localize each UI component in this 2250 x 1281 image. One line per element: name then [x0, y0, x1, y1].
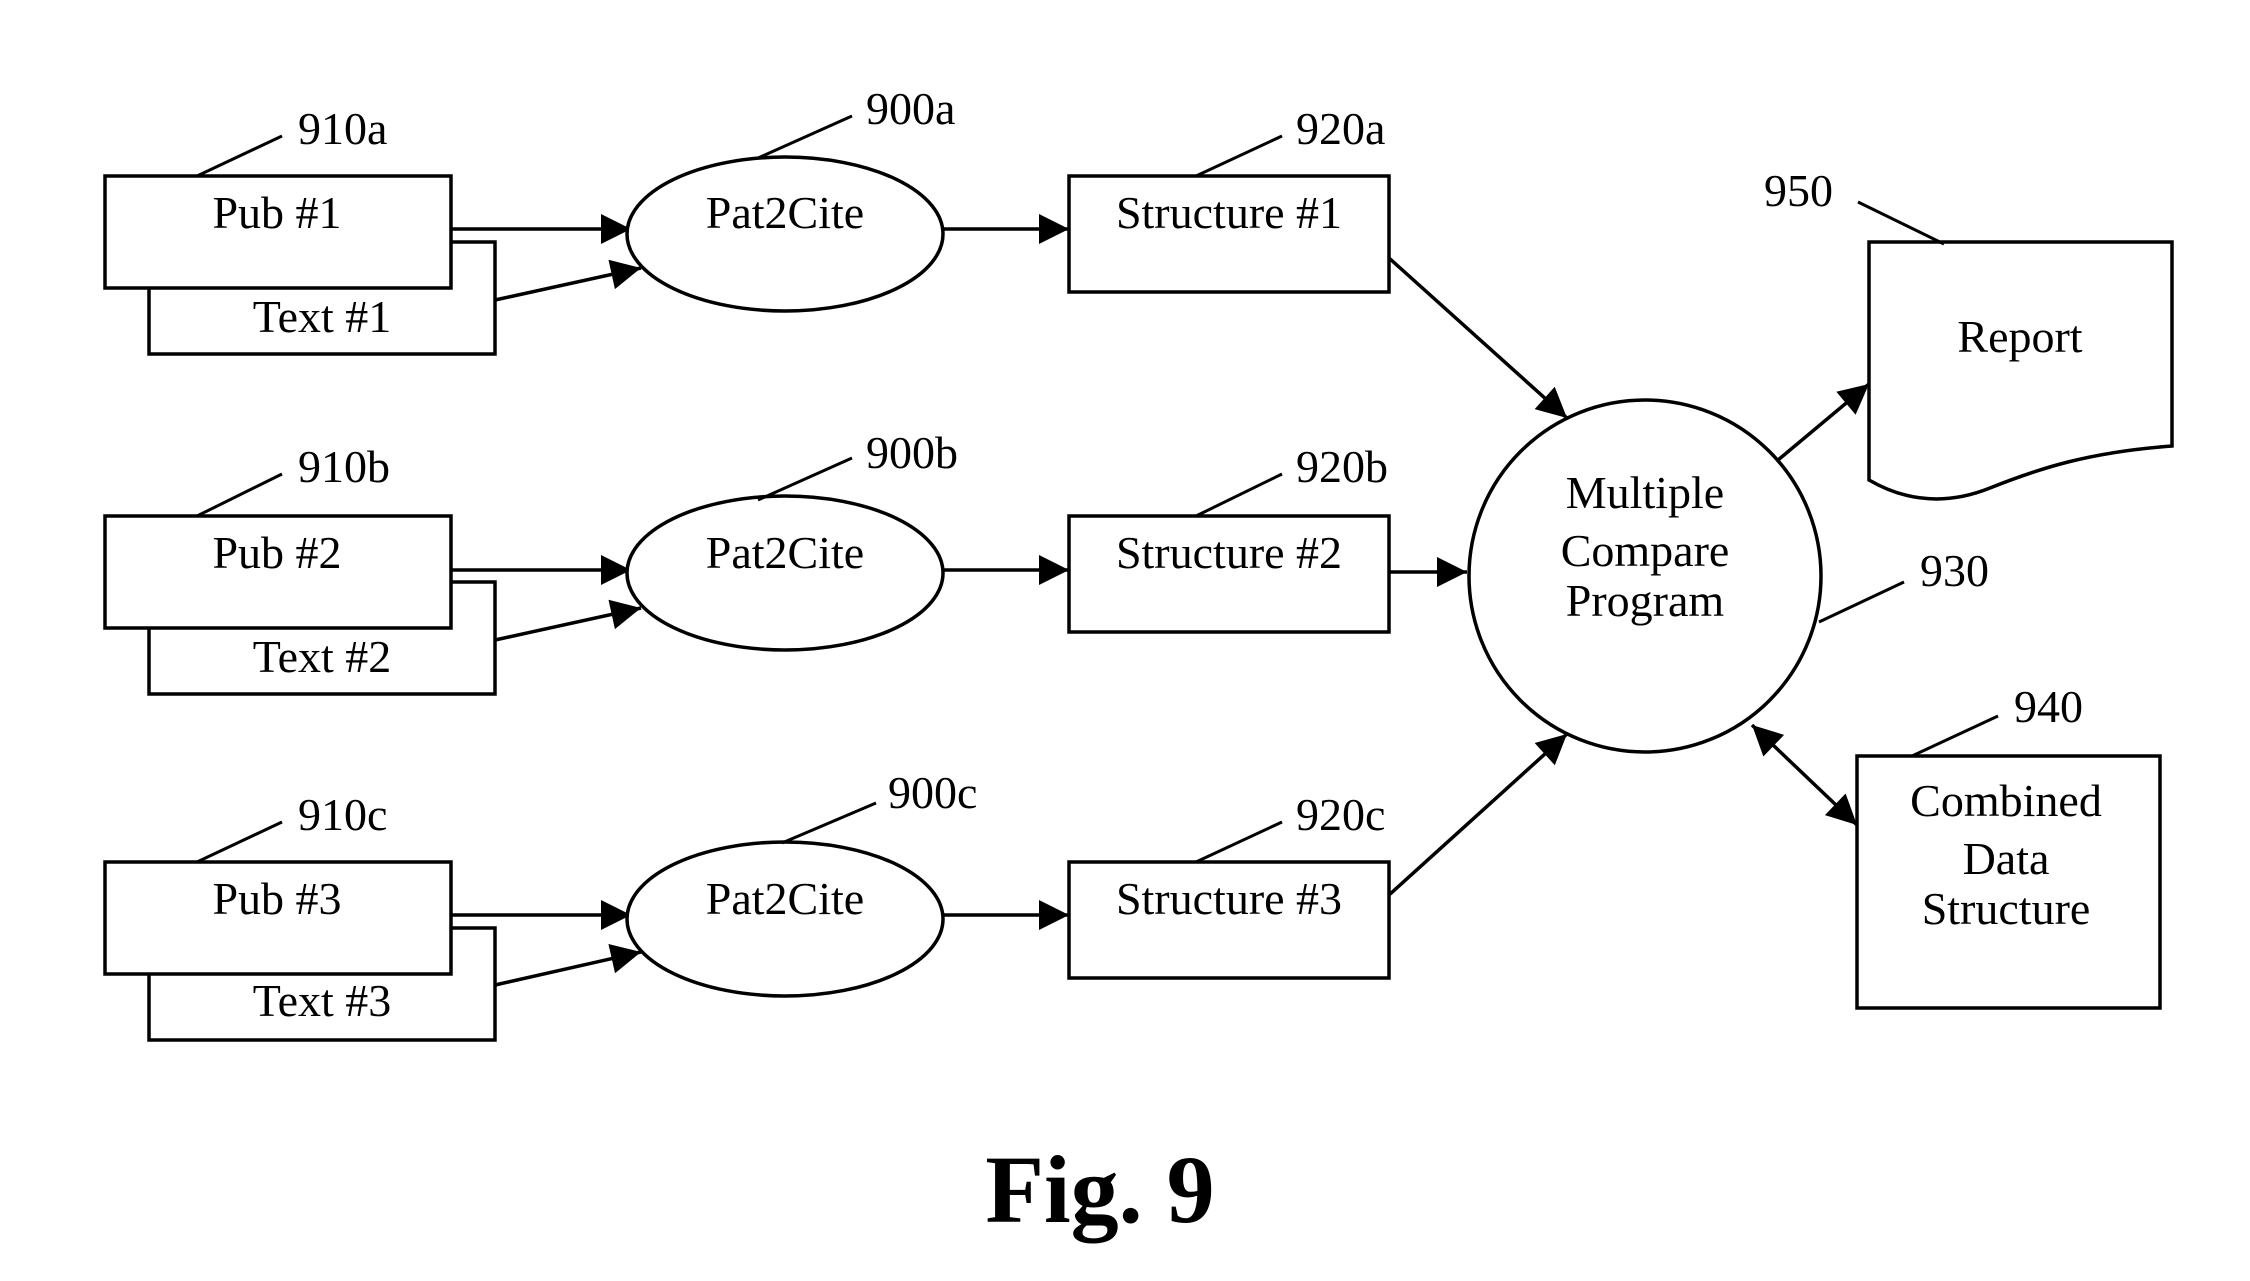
ref-930: 930 [1920, 545, 1989, 596]
pub-label-1: Pub #1 [212, 187, 341, 238]
compare-label-line2: Compare [1561, 525, 1730, 576]
structure-label-3: Structure #3 [1116, 873, 1342, 924]
structure-label-1: Structure #1 [1116, 187, 1342, 238]
arrow-compare-combined-bidirectional [1752, 725, 1857, 825]
arrow-text2-to-proc2 [495, 608, 641, 640]
compare-label-line1: Multiple [1566, 467, 1724, 518]
arrow-struct3-to-compare [1389, 734, 1567, 895]
ref-910c: 910c [298, 789, 387, 840]
report: Report 950 [1764, 165, 2172, 499]
processor-3: Pat2Cite 900c [627, 767, 977, 996]
structure-2: Structure #2 920b [1069, 441, 1389, 632]
structure-3: Structure #3 920c [1069, 789, 1389, 978]
text-label-1: Text #1 [253, 291, 392, 342]
structure-label-2: Structure #2 [1116, 527, 1342, 578]
ref-900c: 900c [888, 767, 977, 818]
ref-leader-940 [1912, 716, 1998, 756]
ref-leader-910c [197, 822, 282, 862]
ref-leader-910a [197, 136, 282, 176]
text-label-3: Text #3 [253, 975, 392, 1026]
pub-group-3: Text #3 Pub #3 910c [105, 789, 495, 1040]
ref-950: 950 [1764, 165, 1833, 216]
arrow-struct1-to-compare [1389, 258, 1567, 418]
text-label-2: Text #2 [253, 631, 392, 682]
ref-leader-900c [782, 803, 876, 843]
ref-910b: 910b [298, 441, 390, 492]
report-label: Report [1957, 311, 2082, 362]
combined-label-line3: Structure [1922, 883, 2091, 934]
arrow-text3-to-proc3 [495, 952, 641, 985]
processor-label-2: Pat2Cite [706, 527, 864, 578]
pub-label-2: Pub #2 [212, 527, 341, 578]
processor-2: Pat2Cite 900b [627, 427, 958, 650]
processor-1: Pat2Cite 900a [627, 83, 955, 311]
ref-940: 940 [2014, 681, 2083, 732]
ref-leader-920a [1196, 136, 1282, 176]
ref-leader-930 [1819, 582, 1904, 622]
combined-label-line2: Data [1963, 833, 2050, 884]
compare-label-line3: Program [1566, 575, 1725, 626]
structure-1: Structure #1 920a [1069, 103, 1389, 292]
processor-label-3: Pat2Cite [706, 873, 864, 924]
ref-leader-910b [197, 474, 282, 516]
pub-group-2: Text #2 Pub #2 910b [105, 441, 495, 694]
figure-caption: Fig. 9 [985, 1136, 1214, 1243]
ref-leader-920c [1196, 822, 1282, 862]
pub-label-3: Pub #3 [212, 873, 341, 924]
report-document-shape [1869, 242, 2172, 499]
processor-label-1: Pat2Cite [706, 187, 864, 238]
ref-900a: 900a [866, 83, 955, 134]
pub-group-1: Text #1 Pub #1 910a [105, 103, 495, 354]
ref-leader-900b [758, 458, 852, 500]
ref-920b: 920b [1296, 441, 1388, 492]
arrow-text1-to-proc1 [495, 268, 641, 300]
ref-920c: 920c [1296, 789, 1385, 840]
arrow-compare-to-report [1778, 384, 1869, 460]
ref-920a: 920a [1296, 103, 1385, 154]
ref-910a: 910a [298, 103, 387, 154]
ref-900b: 900b [866, 427, 958, 478]
ref-leader-900a [758, 116, 852, 158]
ref-leader-950 [1858, 202, 1944, 244]
combined-label-line1: Combined [1910, 775, 2102, 826]
combined-data-structure: Combined Data Structure 940 [1857, 681, 2160, 1008]
ref-leader-920b [1196, 474, 1282, 516]
